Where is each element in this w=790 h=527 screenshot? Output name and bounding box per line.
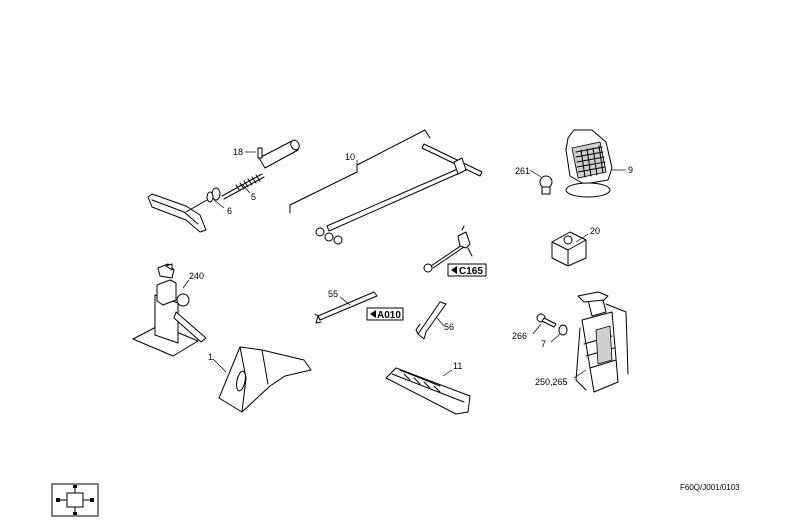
label-240: 240	[189, 271, 204, 281]
label-9: 9	[628, 165, 633, 175]
label-20: 20	[590, 226, 600, 236]
label-55: 55	[328, 289, 338, 299]
label-7: 7	[541, 339, 546, 349]
first-aid-box	[551, 231, 589, 267]
tool-c165	[423, 225, 473, 273]
tool-55	[314, 291, 378, 324]
wheel-chock	[212, 346, 312, 413]
label-266: 266	[512, 331, 527, 341]
label-10: 10	[345, 152, 355, 162]
label-5: 5	[251, 192, 256, 202]
label-18: 18	[233, 147, 243, 157]
bottle-jack	[132, 263, 207, 357]
bent-key	[415, 301, 447, 340]
reference-a010[interactable]: A010	[366, 307, 404, 321]
label-56: 56	[444, 322, 454, 332]
label-1: 1	[208, 352, 213, 362]
fire-extinguisher	[532, 291, 629, 393]
warning-lamp-assembly	[529, 129, 626, 198]
wheel-brace	[289, 129, 483, 245]
label-261: 261	[515, 166, 530, 176]
jack-handle-assembly	[147, 139, 300, 233]
label-11: 11	[453, 361, 462, 371]
drawing-code: F60Q/J001/0103	[680, 483, 740, 492]
tool-tray	[385, 367, 471, 415]
diagram-navigation-icon[interactable]	[51, 483, 99, 517]
label-6: 6	[227, 206, 232, 216]
reference-c165-label[interactable]: C165	[459, 266, 483, 277]
label-250-265: 250,265	[535, 377, 568, 387]
reference-c165[interactable]: C165	[447, 263, 487, 277]
reference-a010-label[interactable]: A010	[377, 310, 401, 321]
